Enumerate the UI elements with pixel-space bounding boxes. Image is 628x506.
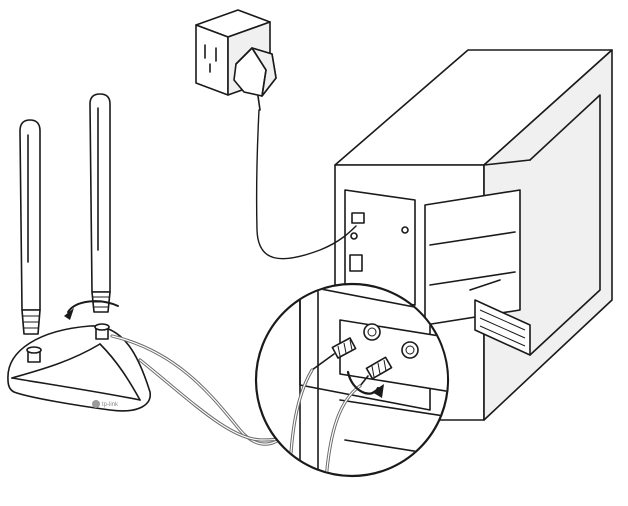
brand-logo-icon xyxy=(92,400,100,408)
io-port xyxy=(351,212,365,224)
antenna-icon xyxy=(19,119,41,335)
magnifier-circle-icon xyxy=(254,282,450,478)
rp-sma-connector xyxy=(363,323,381,341)
antenna-base-icon: tp-link xyxy=(7,323,151,412)
cable-plug xyxy=(311,337,357,371)
io-port xyxy=(349,254,363,272)
rotate-arrow-icon xyxy=(346,370,384,398)
power-adapter-icon xyxy=(233,47,357,260)
brand-logo-text: tp-link xyxy=(102,402,119,408)
rotate-arrow-icon xyxy=(64,300,119,320)
io-jack xyxy=(401,226,409,234)
io-jack xyxy=(350,232,358,240)
cable-plug xyxy=(359,356,393,387)
antenna-icon xyxy=(89,93,111,313)
rp-sma-connector xyxy=(401,341,419,359)
